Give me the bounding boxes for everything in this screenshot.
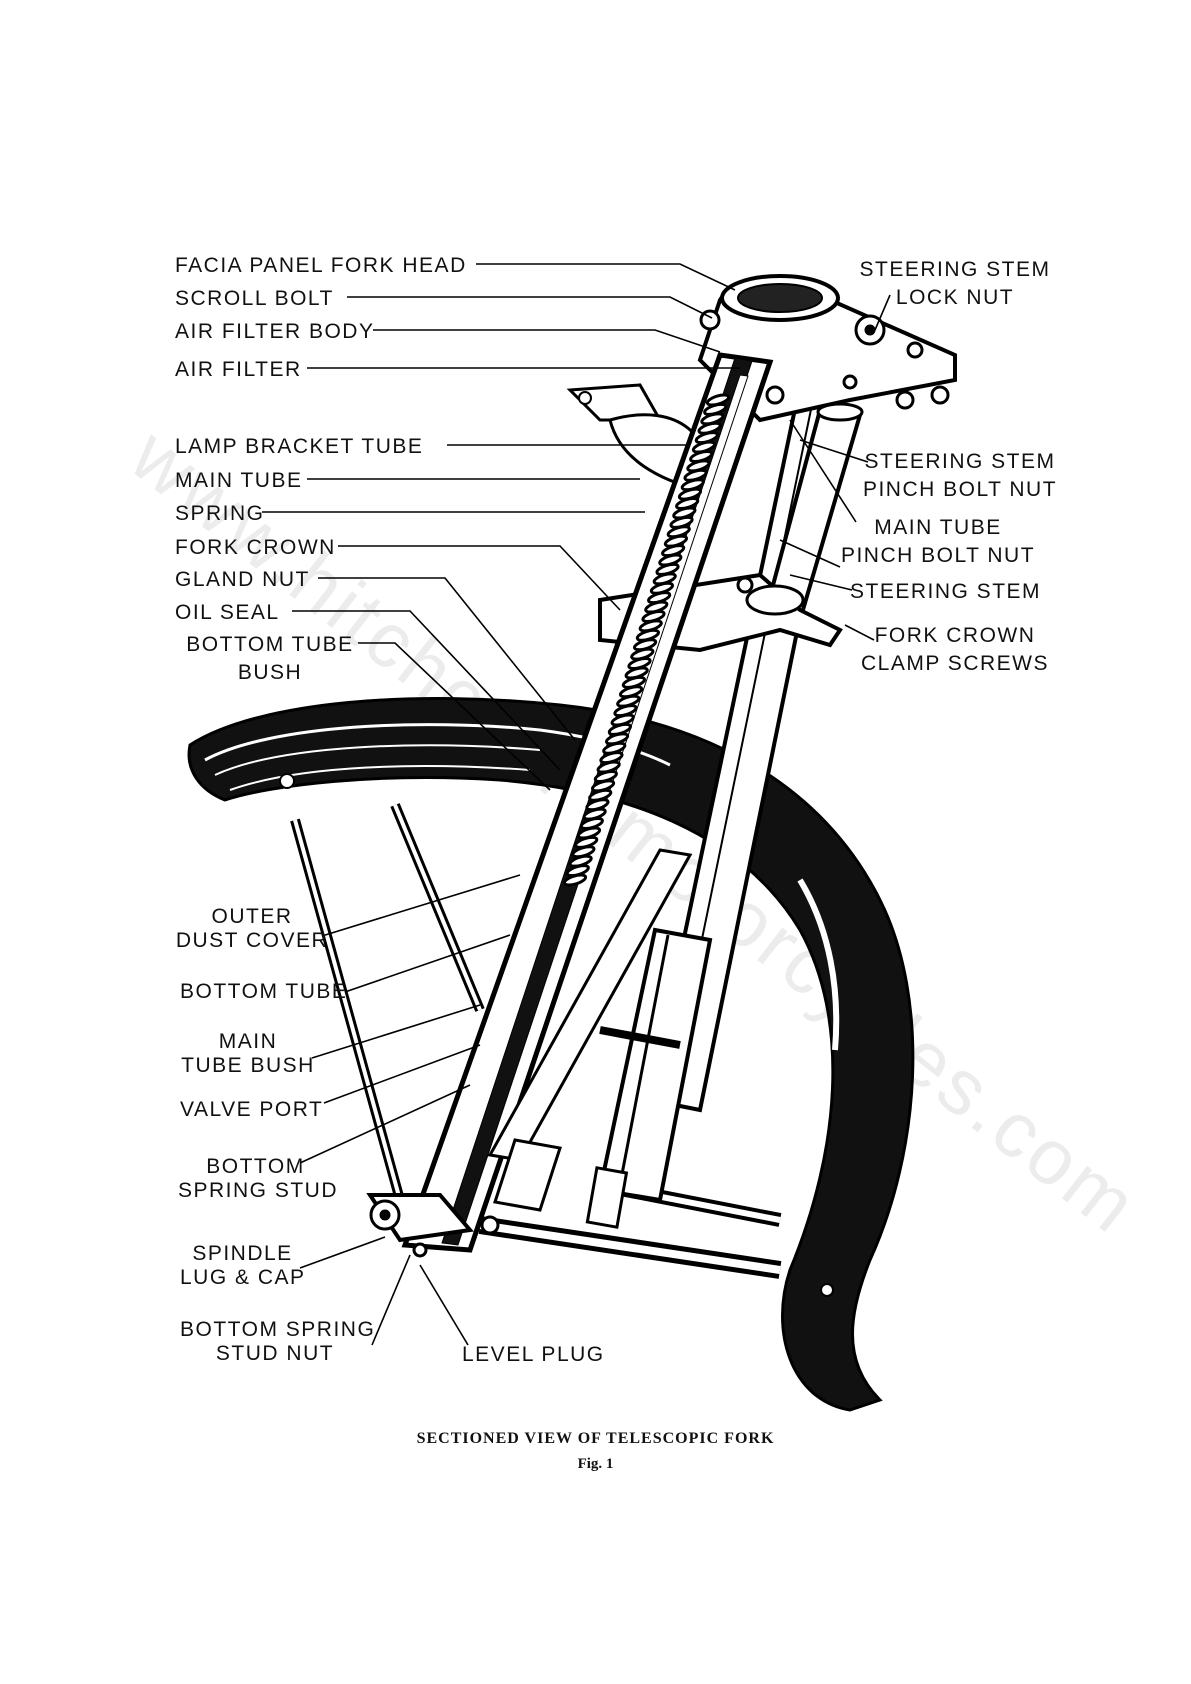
label-main-tube-pinch-bolt-nut-line-2: PINCH BOLT NUT — [840, 544, 1036, 567]
label-main-tube-bush: MAIN TUBE BUSH — [178, 1030, 318, 1078]
label-bottom-tube-bush: BOTTOM TUBE BUSH — [175, 633, 365, 685]
leader-lines — [262, 263, 891, 1346]
label-bottom-tube: BOTTOM TUBE — [180, 980, 348, 1003]
label-fork-crown-clamp-screws-line-1: FORK CROWN — [874, 624, 1036, 647]
label-main-tube-pinch-bolt-nut: MAIN TUBE PINCH BOLT NUT — [838, 516, 1038, 568]
label-steering-stem-pinch-bolt-nut-line-1: STEERING STEM — [864, 450, 1056, 473]
label-outer-dust-cover-line-1: OUTER — [211, 905, 293, 928]
label-bottom-spring-stud-line-2: SPRING STUD — [178, 1179, 339, 1202]
label-spring: SPRING — [175, 502, 265, 525]
label-air-filter: AIR FILTER — [175, 358, 302, 381]
spindle-lug — [366, 1193, 500, 1258]
label-steering-stem-lock-nut-line-2: LOCK NUT — [895, 286, 1015, 309]
label-outer-dust-cover-line-2: DUST COVER — [175, 929, 329, 952]
label-main-tube: MAIN TUBE — [175, 469, 303, 492]
label-gland-nut: GLAND NUT — [175, 568, 310, 591]
figure-caption-number: Fig. 1 — [577, 1456, 614, 1472]
label-bottom-spring-stud-nut: BOTTOM SPRING STUD NUT — [180, 1318, 376, 1366]
figure-caption-title: SECTIONED VIEW OF TELESCOPIC FORK — [416, 1430, 775, 1447]
label-main-tube-bush-line-2: TUBE BUSH — [181, 1054, 315, 1077]
label-steering-stem-lock-nut: STEERING STEM LOCK NUT — [855, 258, 1055, 310]
label-steering-stem-pinch-bolt-nut: STEERING STEM PINCH BOLT NUT — [860, 450, 1060, 502]
label-bottom-spring-stud: BOTTOM SPRING STUD — [178, 1155, 339, 1203]
label-facia-panel-fork-head: FACIA PANEL FORK HEAD — [175, 254, 467, 277]
label-steering-stem-lock-nut-line-1: STEERING STEM — [859, 258, 1051, 281]
mudguard — [187, 697, 915, 1412]
label-spindle-lug-cap-line-2: LUG & CAP — [180, 1266, 306, 1289]
label-steering-stem: STEERING STEM — [850, 580, 1042, 603]
label-bottom-spring-stud-line-1: BOTTOM — [206, 1155, 305, 1178]
label-steering-stem-pinch-bolt-nut-line-2: PINCH BOLT NUT — [862, 478, 1058, 501]
label-spindle-lug-cap-line-1: SPINDLE — [192, 1242, 293, 1265]
label-spindle-lug-cap: SPINDLE LUG & CAP — [180, 1242, 305, 1290]
mudguard-stays — [290, 803, 782, 1279]
label-air-filter-body: AIR FILTER BODY — [175, 320, 375, 343]
label-scroll-bolt: SCROLL BOLT — [175, 287, 334, 310]
spring-coil-turn — [562, 873, 588, 887]
label-outer-dust-cover: OUTER DUST COVER — [172, 905, 332, 953]
label-bottom-spring-stud-nut-line-1: BOTTOM SPRING — [180, 1318, 376, 1341]
label-bottom-tube-bush-line-2: BUSH — [237, 661, 303, 684]
label-main-tube-bush-line-1: MAIN — [218, 1030, 278, 1053]
spring-coil — [562, 393, 731, 887]
label-lamp-bracket-tube: LAMP BRACKET TUBE — [175, 435, 424, 458]
label-main-tube-pinch-bolt-nut-line-1: MAIN TUBE — [874, 516, 1002, 539]
label-level-plug: LEVEL PLUG — [462, 1343, 605, 1366]
label-fork-crown-clamp-screws-line-2: CLAMP SCREWS — [861, 652, 1049, 675]
label-valve-port: VALVE PORT — [180, 1098, 324, 1121]
label-fork-crown-clamp-screws: FORK CROWN CLAMP SCREWS — [855, 624, 1055, 676]
label-bottom-spring-stud-nut-line-2: STUD NUT — [215, 1342, 335, 1365]
label-oil-seal: OIL SEAL — [175, 601, 280, 624]
label-bottom-tube-bush-line-1: BOTTOM TUBE — [186, 633, 354, 656]
label-fork-crown: FORK CROWN — [175, 536, 336, 559]
